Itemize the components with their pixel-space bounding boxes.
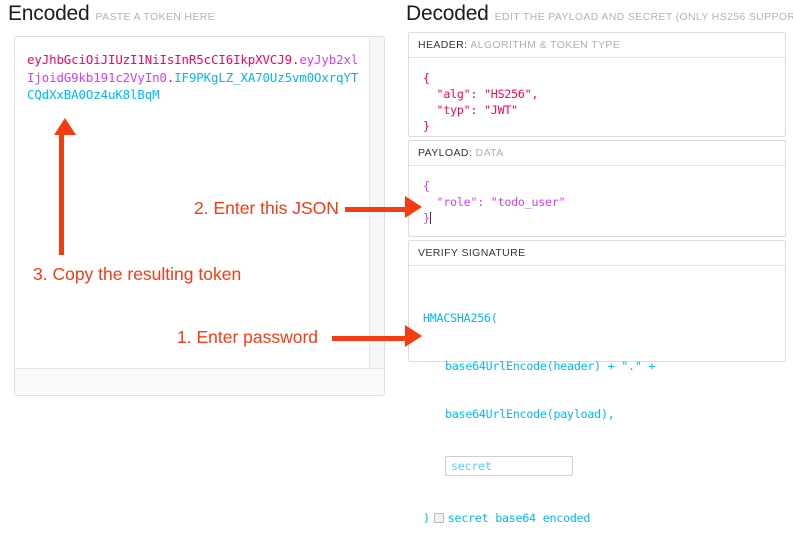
encoded-pane: Encoded PASTE A TOKEN HERE eyJhbGciOiJIUz… [0, 0, 400, 411]
encoded-token-panel[interactable]: eyJhbGciOiJIUzI1NiIsInR5cCI6IkpXVCJ9.eyJ… [14, 36, 385, 396]
token-header-segment: eyJhbGciOiJIUzI1NiIsInR5cCI6IkpXVCJ9 [27, 52, 292, 67]
header-label-soft: ALGORITHM & TOKEN TYPE [470, 39, 621, 51]
payload-section-label: PAYLOAD: DATA [409, 141, 785, 166]
payload-section: PAYLOAD: DATA { "role": "todo_user" } [408, 140, 786, 237]
payload-json-editor[interactable]: { "role": "todo_user" } [409, 166, 785, 236]
hmac-line: HMACSHA256( [423, 311, 498, 325]
token-input[interactable]: eyJhbGciOiJIUzI1NiIsInR5cCI6IkpXVCJ9.eyJ… [15, 37, 370, 369]
base64-option-row: ) secret base64 encoded [423, 510, 775, 526]
base64-encoded-checkbox[interactable] [433, 513, 444, 523]
decoded-title: Decoded [406, 2, 489, 25]
base64-encoded-label: secret base64 encoded [447, 511, 591, 525]
payload-label-strong: PAYLOAD: [418, 147, 473, 159]
token-text: eyJhbGciOiJIUzI1NiIsInR5cCI6IkpXVCJ9.eyJ… [27, 51, 360, 104]
header-label-strong: HEADER: [418, 39, 468, 51]
header-section-label: HEADER: ALGORITHM & TOKEN TYPE [409, 33, 785, 58]
encoded-heading: Encoded PASTE A TOKEN HERE [0, 0, 400, 26]
header-section: HEADER: ALGORITHM & TOKEN TYPE { "alg": … [408, 32, 786, 137]
base64-payload-line: base64UrlEncode(payload), [445, 407, 615, 421]
close-paren: ) [423, 511, 430, 525]
payload-json-text: { "role": "todo_user" } [423, 179, 566, 225]
secret-input[interactable] [445, 456, 573, 476]
signature-body: HMACSHA256( base64UrlEncode(header) + ".… [409, 266, 785, 525]
base64-header-line: base64UrlEncode(header) + "." + [445, 359, 656, 373]
signature-label-strong: VERIFY SIGNATURE [418, 247, 526, 259]
signature-section-label: VERIFY SIGNATURE [409, 241, 785, 266]
payload-label-soft: DATA [475, 147, 504, 159]
decoded-subtitle: EDIT THE PAYLOAD AND SECRET (ONLY HS256 … [494, 11, 793, 23]
signature-section: VERIFY SIGNATURE HMACSHA256( base64UrlEn… [408, 240, 786, 525]
token-payload-segment: eyJyb2xlIjoidG9kb191c2VyIn0 [27, 52, 359, 85]
decoded-heading: Decoded EDIT THE PAYLOAD AND SECRET (ONLY… [400, 0, 793, 26]
encoded-subtitle: PASTE A TOKEN HERE [95, 11, 216, 23]
token-signature-segment: IF9PKgLZ_XA70Uz5vm0OxrqYTCQdXxBA0Oz4uK8l… [27, 69, 359, 103]
token-separator-1: . [291, 52, 300, 67]
encoded-scrollbar[interactable] [369, 37, 384, 369]
token-separator-2: . [166, 69, 175, 85]
encoded-title: Encoded [8, 2, 90, 25]
header-json-editor[interactable]: { "alg": "HS256", "typ": "JWT" } [423, 71, 539, 133]
decoded-pane: Decoded EDIT THE PAYLOAD AND SECRET (ONLY… [400, 0, 793, 525]
decoded-sections: HEADER: ALGORITHM & TOKEN TYPE { "alg": … [408, 32, 786, 525]
text-caret [429, 212, 431, 224]
panes-container: Encoded PASTE A TOKEN HERE eyJhbGciOiJIUz… [0, 0, 793, 525]
encoded-footer-bar [15, 368, 384, 395]
